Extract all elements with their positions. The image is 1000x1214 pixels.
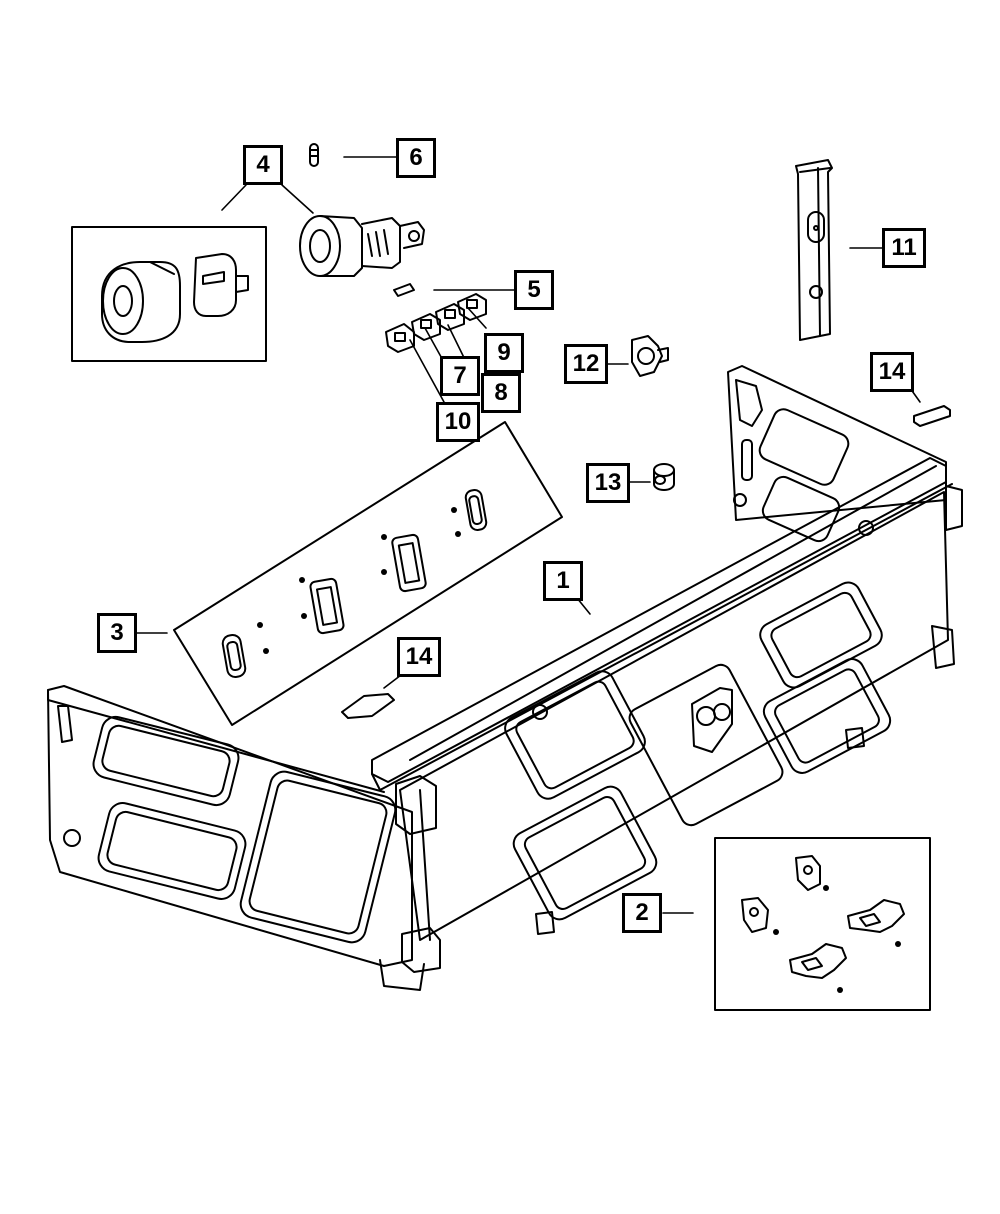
spring-icon — [309, 143, 415, 297]
knob-icon — [631, 335, 669, 377]
callout-5: 5 — [514, 270, 554, 310]
callout-11: 11 — [882, 228, 926, 268]
pivot-bracket-kit-detail — [714, 837, 931, 1011]
lock-cylinder-icon — [299, 215, 425, 277]
lock-cylinder-detail — [71, 226, 267, 362]
callout-8: 8 — [481, 373, 521, 413]
callout-12: 12 — [564, 344, 608, 384]
bumper-stop-icon — [653, 463, 675, 491]
callout-3: 3 — [97, 613, 137, 653]
callout-14-upper: 14 — [870, 352, 914, 392]
callout-10: 10 — [436, 402, 480, 442]
callout-7: 7 — [440, 356, 480, 396]
bed-extender-frame — [47, 365, 963, 991]
tumbler-clip-icons — [385, 293, 487, 353]
callout-13: 13 — [586, 463, 630, 503]
callout-2: 2 — [622, 893, 662, 933]
reflector-kit-detail — [173, 421, 563, 726]
rail-strip-icon — [795, 159, 833, 341]
callout-1: 1 — [543, 561, 583, 601]
callout-4: 4 — [243, 145, 283, 185]
callout-14-lower: 14 — [397, 637, 441, 677]
pad-label-icons — [341, 405, 951, 719]
callout-6: 6 — [396, 138, 436, 178]
callout-9: 9 — [484, 333, 524, 373]
